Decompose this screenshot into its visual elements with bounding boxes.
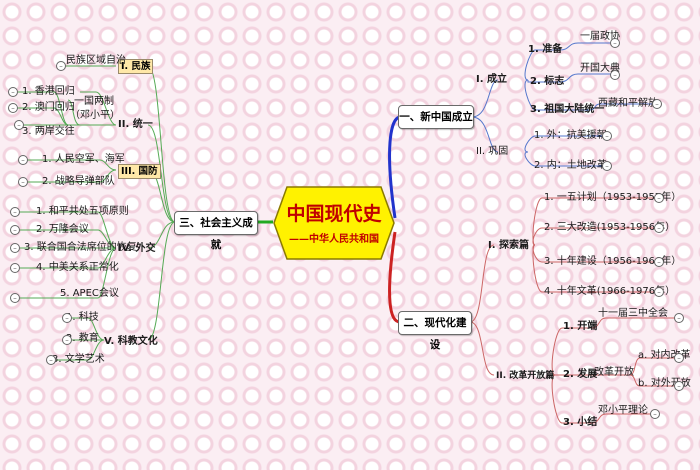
central-topic-shape — [273, 186, 395, 260]
reform-item-2-label[interactable]: 2. 发展 — [563, 369, 598, 380]
branch-founding-node[interactable]: 一、新中国成立 — [398, 105, 474, 129]
exploration-item-3[interactable]: 3. 十年建设（1956-1966年） — [544, 256, 682, 267]
expand-toggle-icon[interactable]: – — [652, 99, 662, 109]
founding-item-3-detail[interactable]: 西藏和平解放 — [598, 98, 658, 109]
expand-toggle-icon[interactable]: – — [654, 257, 664, 267]
expand-toggle-icon[interactable]: – — [10, 243, 20, 253]
diplomacy-item-1[interactable]: 1. 和平共处五项原则 — [36, 206, 129, 217]
unification-detail-2[interactable]: （邓小平） — [70, 110, 120, 121]
founding-item-1-detail[interactable]: 一届政协 — [580, 31, 620, 42]
culture-section-label[interactable]: V. 科教文化 — [104, 336, 158, 347]
consolidation-item-1[interactable]: 1. 外：抗美援朝 — [534, 130, 607, 141]
exploration-item-4[interactable]: 4. 十年文革(1966-1976年） — [544, 286, 676, 297]
expand-toggle-icon[interactable]: – — [14, 120, 24, 130]
reform-item-3-detail[interactable]: 邓小平理论 — [598, 405, 648, 416]
diplomacy-item-3[interactable]: 3. 联合国合法席位的恢复 — [24, 242, 137, 253]
reform-section-label[interactable]: II. 改革开放篇 — [496, 371, 555, 381]
expand-toggle-icon[interactable]: – — [10, 225, 20, 235]
ethnic-detail[interactable]: 民族区域自治 — [66, 55, 126, 66]
unification-detail[interactable]: 一国两制 — [74, 96, 114, 107]
expand-toggle-icon[interactable]: – — [654, 287, 664, 297]
expand-toggle-icon[interactable]: – — [8, 87, 18, 97]
defense-item-1[interactable]: 1. 人民空军、海军 — [42, 154, 125, 165]
culture-item-2[interactable]: 2. 教育 — [66, 333, 99, 344]
diplomacy-item-2[interactable]: 2. 万隆会议 — [36, 224, 89, 235]
expand-toggle-icon[interactable]: – — [46, 355, 56, 365]
consolidation-item-2[interactable]: 2. 内：土地改革 — [534, 160, 607, 171]
unification-item-1[interactable]: 1. 香港回归 — [22, 86, 75, 97]
unification-item-3[interactable]: 3. 两岸交往 — [22, 126, 75, 137]
founding-item-3-label[interactable]: 3. 祖国大陆统一 — [530, 104, 605, 115]
exploration-section-label[interactable]: I. 探索篇 — [488, 240, 530, 251]
expand-toggle-icon[interactable]: – — [610, 38, 620, 48]
unification-section-label[interactable]: II. 统一 — [118, 119, 153, 130]
expand-toggle-icon[interactable]: – — [674, 313, 684, 323]
founding-section-label[interactable]: I. 成立 — [476, 74, 508, 85]
branch-modernization-node[interactable]: 二、现代化建设 — [398, 311, 472, 351]
expand-toggle-icon[interactable]: – — [674, 353, 684, 363]
central-subtitle: ——中华人民共和国 — [289, 234, 379, 245]
consolidation-section-label[interactable]: II. 巩固 — [476, 146, 509, 157]
reform-item-3-label[interactable]: 3. 小结 — [563, 417, 598, 428]
expand-toggle-icon[interactable]: – — [602, 161, 612, 171]
exploration-item-2[interactable]: 2. 三大改造(1953-1956年） — [544, 222, 676, 233]
defense-item-2[interactable]: 2. 战略导弹部队 — [42, 176, 115, 187]
branch-achievements-node[interactable]: 三、社会主义成就 — [174, 211, 258, 251]
reform-item-2-detail[interactable]: 改革开放 — [594, 367, 634, 378]
center-to-branch1-line — [388, 115, 401, 219]
diplomacy-section-label[interactable]: IV. 外交 — [118, 243, 156, 254]
unification-item-2[interactable]: 2. 澳门回归 — [22, 102, 75, 113]
exploration-item-1[interactable]: 1. 一五计划（1953-1957年） — [544, 192, 682, 203]
founding-item-1-label[interactable]: 1. 准备 — [528, 44, 563, 55]
reform-sub-b[interactable]: b. 对外开放 — [638, 378, 691, 389]
founding-item-2-detail[interactable]: 开国大典 — [580, 63, 620, 74]
central-topic[interactable]: 中国现代史 ——中华人民共和国 — [273, 186, 395, 260]
center-to-branch2-line — [388, 231, 401, 324]
expand-toggle-icon[interactable]: – — [10, 207, 20, 217]
expand-toggle-icon[interactable]: – — [18, 177, 28, 187]
reform-item-1-label[interactable]: 1. 开端 — [563, 321, 598, 332]
reform-sub-a[interactable]: a. 对内改革 — [638, 350, 691, 361]
diplomacy-item-5[interactable]: 5. APEC会议 — [60, 288, 119, 299]
central-title: 中国现代史 — [286, 203, 382, 225]
expand-toggle-icon[interactable]: – — [62, 335, 72, 345]
culture-item-3[interactable]: 3. 文学艺术 — [52, 354, 105, 365]
expand-toggle-icon[interactable]: – — [650, 409, 660, 419]
founding-item-2-label[interactable]: 2. 标志 — [530, 76, 565, 87]
reform-item-1-detail[interactable]: 十一届三中全会 — [598, 308, 668, 319]
expand-toggle-icon[interactable]: – — [654, 223, 664, 233]
expand-toggle-icon[interactable]: – — [10, 293, 20, 303]
expand-toggle-icon[interactable]: – — [18, 155, 28, 165]
expand-toggle-icon[interactable]: – — [610, 70, 620, 80]
diplomacy-item-4[interactable]: 4. 中美关系正常化 — [36, 262, 119, 273]
expand-toggle-icon[interactable]: – — [62, 313, 72, 323]
defense-section-label[interactable]: III. 国防 — [118, 164, 161, 179]
expand-toggle-icon[interactable]: – — [602, 131, 612, 141]
expand-toggle-icon[interactable]: – — [56, 61, 66, 71]
ethnic-section-label[interactable]: I. 民族 — [118, 59, 154, 74]
expand-toggle-icon[interactable]: – — [10, 263, 20, 273]
culture-item-1[interactable]: 1. 科技 — [66, 312, 99, 323]
expand-toggle-icon[interactable]: – — [8, 103, 18, 113]
expand-toggle-icon[interactable]: – — [654, 193, 664, 203]
expand-toggle-icon[interactable]: – — [674, 381, 684, 391]
